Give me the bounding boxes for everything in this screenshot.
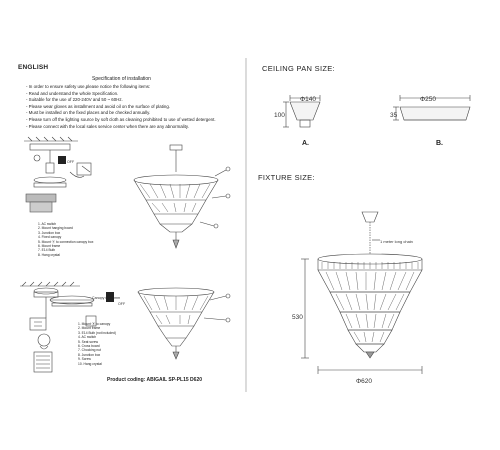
- legend-item: 9. Screw: [78, 357, 91, 362]
- off-label: OFF: [67, 160, 75, 164]
- fixture-height: 530: [292, 314, 303, 321]
- spec-line: - Please turn off the lighting source by…: [26, 116, 216, 122]
- legend-item: 2. Mount frame: [78, 326, 101, 331]
- language-heading: ENGLISH: [18, 64, 49, 71]
- legend-item: 5. Mount ⓔ to connection canopy box: [38, 239, 94, 244]
- off-label: OFF: [118, 302, 126, 306]
- pan-b-height: 35: [390, 112, 398, 119]
- spec-line: - Please connect with the local sales se…: [26, 123, 189, 129]
- legend-item: 7. E14 Bulb: [38, 248, 56, 253]
- spec-line: - Please wear gloves as installment and …: [26, 103, 170, 109]
- pan-b-diameter: Φ250: [420, 96, 437, 103]
- legend-item: 10. Hang crystal: [78, 361, 102, 366]
- fixture-drawing: [301, 211, 423, 374]
- spec-title: Specification of installation: [92, 76, 151, 82]
- legend-item: 8. Junction box: [78, 352, 101, 357]
- legend-item: 3. E14 Bulb (not included): [78, 330, 116, 335]
- legend-item: 5. Seat screw: [78, 339, 98, 344]
- spec-line: - Suitable for the use of 220-240V and 5…: [26, 97, 123, 103]
- fixture-size-title: FIXTURE SIZE:: [258, 173, 315, 182]
- legend-item: 1. AC switch: [38, 222, 57, 226]
- chandelier-step-a: [133, 144, 231, 249]
- legend-item: 4. AC switch: [78, 335, 97, 340]
- ceiling-pan-a: [283, 95, 321, 128]
- legend-item: 1. Mount ⓐ to canopy: [78, 322, 111, 326]
- spec-line: - Must be installed on the fixed places …: [26, 110, 151, 116]
- ceiling-pan-b: [393, 95, 471, 121]
- legend-item: 4. Fixed canopy: [38, 235, 62, 240]
- legend-item: 7. Chocking nut: [78, 348, 101, 353]
- product-coding: Product coding: ABIGAIL SP-PL15 D620: [107, 377, 203, 383]
- spec-line: - In order to ensure safety use,please n…: [26, 84, 151, 89]
- pan-a-height: 100: [274, 112, 285, 119]
- spec-list: - In order to ensure safety use,please n…: [26, 84, 246, 130]
- install-step-a-drawing: [24, 136, 92, 213]
- install-step-b-drawing: [20, 281, 114, 373]
- spec-line: - Read and understand the whole Specific…: [26, 90, 119, 96]
- chain-note: 1 meter long chain: [380, 239, 413, 244]
- pan-a-diameter: Φ140: [300, 96, 317, 103]
- legend-step-a: 1. AC switch 2. Mount hanging board 3. J…: [38, 222, 93, 257]
- legend-item: 3. Junction box: [38, 230, 61, 235]
- pan-b-label: B.: [436, 140, 443, 147]
- fixture-width: Φ620: [356, 378, 373, 385]
- legend-item: 2. Mount hanging board: [38, 226, 73, 231]
- legend-item: 6. Mount frame: [38, 244, 61, 249]
- pan-a-label: A.: [302, 140, 309, 147]
- chandelier-step-b: [137, 287, 231, 360]
- legend-item: 6. Cross board: [78, 344, 100, 349]
- ceiling-pan-title: CEILING PAN SIZE:: [262, 64, 335, 73]
- legend-step-b: 1. Mount ⓐ to canopy 2. Mount frame 3. E…: [78, 322, 116, 366]
- legend-item: 8. Hang crystal: [38, 252, 60, 257]
